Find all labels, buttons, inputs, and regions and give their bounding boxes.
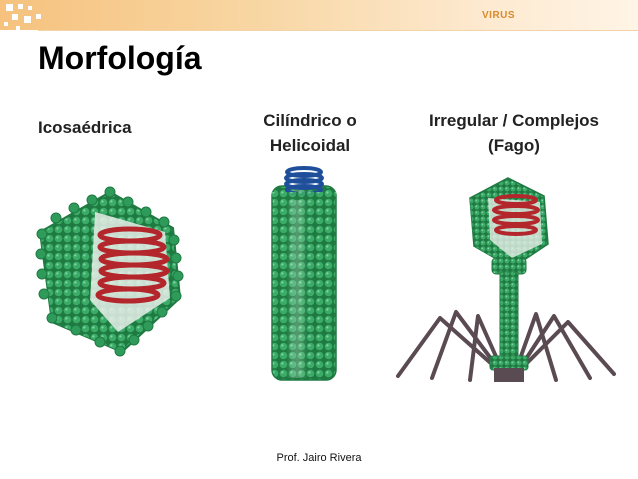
header-divider — [38, 30, 638, 31]
label-icosahedral: Icosaédrica — [38, 115, 132, 140]
icosahedral-rna-coil — [95, 226, 170, 304]
label-icosahedral-line1: Icosaédrica — [38, 118, 132, 137]
label-helical-line1: Cilíndrico o — [263, 111, 357, 130]
section-label: VIRUS — [482, 10, 516, 21]
label-complex-line2: (Fago) — [488, 136, 540, 155]
footer-credit: Prof. Jairo Rivera — [276, 452, 362, 464]
corner-decoration — [0, 0, 60, 40]
phage-dna-coil — [492, 194, 540, 236]
slide-title: Morfología — [38, 40, 202, 76]
helical-virus-illustration — [271, 166, 337, 381]
label-complex-line1: Irregular / Complejos — [428, 111, 600, 130]
header-band — [0, 0, 638, 30]
bacteriophage-illustration — [396, 177, 616, 382]
label-complex: Irregular / Complejos (Fago) — [398, 108, 630, 158]
label-helical: Cilíndrico o Helicoidal — [240, 108, 380, 158]
icosahedral-virus-illustration — [35, 186, 184, 357]
phage-tail-fibers — [396, 310, 616, 382]
label-helical-line2: Helicoidal — [269, 136, 351, 155]
